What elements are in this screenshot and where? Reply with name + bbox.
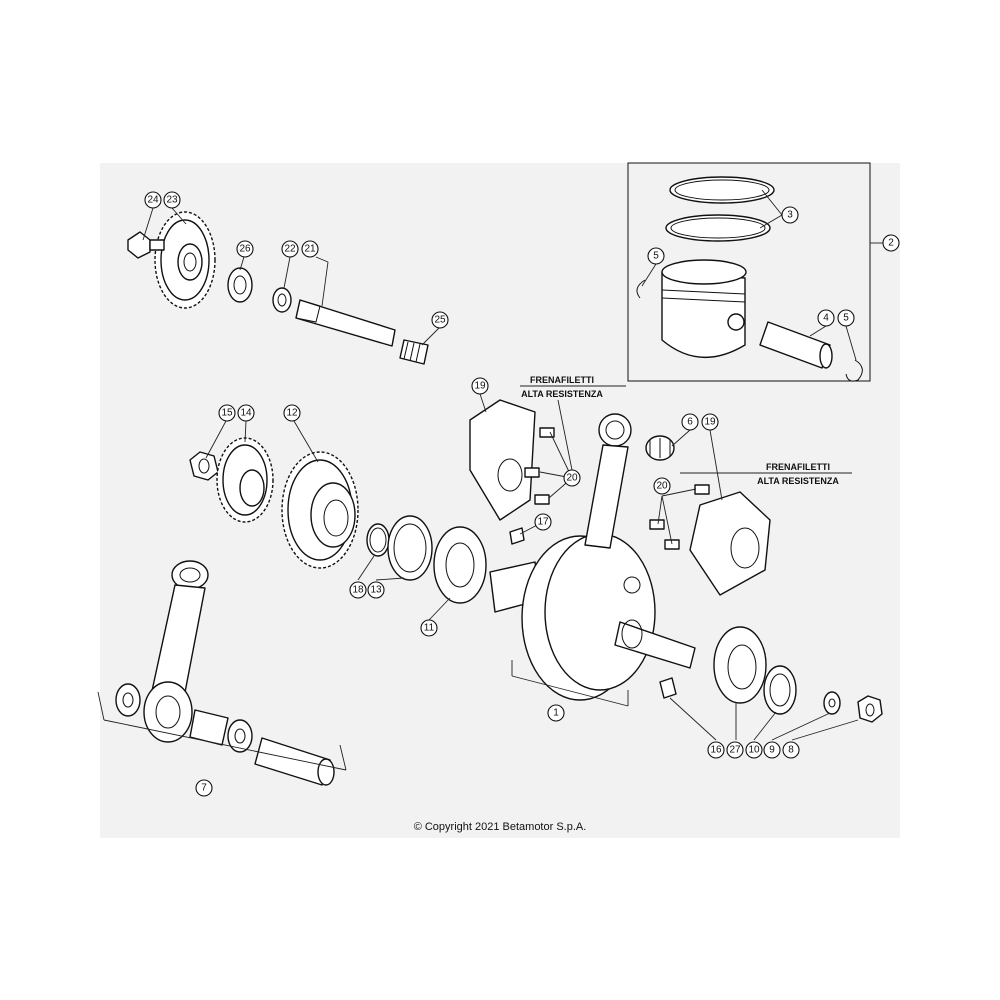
piston-pin [759, 321, 833, 369]
callout-19-right: 19 [701, 413, 719, 431]
right-seal [763, 665, 797, 715]
callout-20-right: 20 [653, 477, 671, 495]
svg-text:8: 8 [788, 745, 794, 756]
svg-text:4: 4 [823, 313, 829, 324]
svg-text:14: 14 [240, 408, 252, 419]
svg-text:19: 19 [474, 381, 486, 392]
oil-seal [387, 515, 433, 581]
svg-text:11: 11 [424, 623, 435, 634]
balancer-shaft [295, 299, 396, 347]
callout-4: 4 [817, 309, 835, 327]
callout-3: 3 [781, 206, 799, 224]
callout-19-left: 19 [471, 377, 489, 395]
primary-gear-large [281, 451, 359, 569]
svg-text:12: 12 [286, 408, 298, 419]
svg-text:6: 6 [687, 417, 693, 428]
chain-guide-left [469, 399, 536, 521]
note-1-line2: ALTA RESISTENZA [521, 389, 603, 399]
svg-text:3: 3 [787, 210, 793, 221]
main-bearing-right [713, 626, 767, 704]
needle-bearing [399, 339, 429, 365]
callout-15: 15 [218, 404, 236, 422]
svg-text:7: 7 [201, 783, 207, 794]
svg-text:21: 21 [304, 244, 316, 255]
svg-text:26: 26 [239, 244, 251, 255]
callout-13: 13 [367, 581, 385, 599]
balancer-spacer [272, 287, 292, 313]
svg-text:9: 9 [769, 745, 775, 756]
piston-rings [665, 176, 775, 242]
thread-locker-note-2: FRENAFILETTI ALTA RESISTENZA [680, 462, 852, 486]
svg-text:2: 2 [888, 238, 894, 249]
balancer-bearing [227, 267, 253, 303]
callout-9: 9 [763, 741, 781, 759]
callout-17: 17 [534, 513, 552, 531]
svg-text:16: 16 [710, 745, 722, 756]
circlips [636, 279, 863, 382]
callout-26: 26 [236, 240, 254, 258]
callout-2: 2 [882, 234, 900, 252]
copyright-notice: © Copyright 2021 Betamotor S.p.A. [413, 821, 587, 833]
note-2-line1: FRENAFILETTI [766, 462, 830, 472]
thread-locker-note-1: FRENAFILETTI ALTA RESISTENZA [520, 375, 626, 471]
note-2-line2: ALTA RESISTENZA [757, 476, 839, 486]
callout-12: 12 [283, 404, 301, 422]
washer [823, 691, 841, 715]
woodruff-key [509, 527, 525, 545]
balancer-gear [154, 211, 216, 309]
callout-25: 25 [431, 311, 449, 329]
callout-23: 23 [163, 191, 181, 209]
callout-22: 22 [281, 240, 299, 258]
svg-text:5: 5 [653, 251, 659, 262]
callout-18: 18 [349, 581, 367, 599]
svg-text:10: 10 [748, 745, 760, 756]
callout-24: 24 [144, 191, 162, 209]
small-end-bearing [645, 435, 675, 461]
svg-text:23: 23 [166, 195, 178, 206]
svg-text:20: 20 [566, 473, 578, 484]
callout-8: 8 [782, 741, 800, 759]
crankshaft [489, 533, 696, 701]
piston-kit-box [627, 162, 883, 382]
svg-text:20: 20 [656, 481, 668, 492]
callout-7: 7 [195, 779, 213, 797]
balancer-bolt [127, 231, 165, 259]
main-bearing-left [433, 526, 487, 604]
svg-text:19: 19 [704, 417, 716, 428]
callout-21: 21 [301, 240, 319, 258]
svg-text:1: 1 [553, 708, 559, 719]
svg-text:5: 5 [843, 313, 849, 324]
svg-text:24: 24 [147, 195, 159, 206]
callout-11: 11 [420, 619, 438, 637]
callout-14: 14 [237, 404, 255, 422]
chain-guide-right [689, 491, 771, 596]
oring [366, 523, 390, 557]
conrod-kit [97, 560, 347, 786]
svg-text:25: 25 [434, 315, 446, 326]
callout-5-left: 5 [647, 247, 665, 265]
callout-27: 27 [726, 741, 744, 759]
crank-nut [189, 451, 219, 481]
right-nut [857, 695, 883, 723]
svg-text:22: 22 [284, 244, 296, 255]
callout-10: 10 [745, 741, 763, 759]
primary-gear-small [216, 437, 274, 523]
bolts [524, 427, 710, 550]
callout-6: 6 [681, 413, 699, 431]
svg-text:17: 17 [537, 517, 549, 528]
callout-16: 16 [707, 741, 725, 759]
piston [661, 259, 747, 358]
callout-5-right: 5 [837, 309, 855, 327]
svg-text:13: 13 [370, 585, 382, 596]
connecting-rod [584, 413, 632, 549]
svg-text:27: 27 [729, 745, 741, 756]
svg-text:15: 15 [221, 408, 233, 419]
callout-20-left: 20 [563, 469, 581, 487]
svg-text:18: 18 [352, 585, 364, 596]
note-1-line1: FRENAFILETTI [530, 375, 594, 385]
callout-1: 1 [547, 704, 565, 722]
